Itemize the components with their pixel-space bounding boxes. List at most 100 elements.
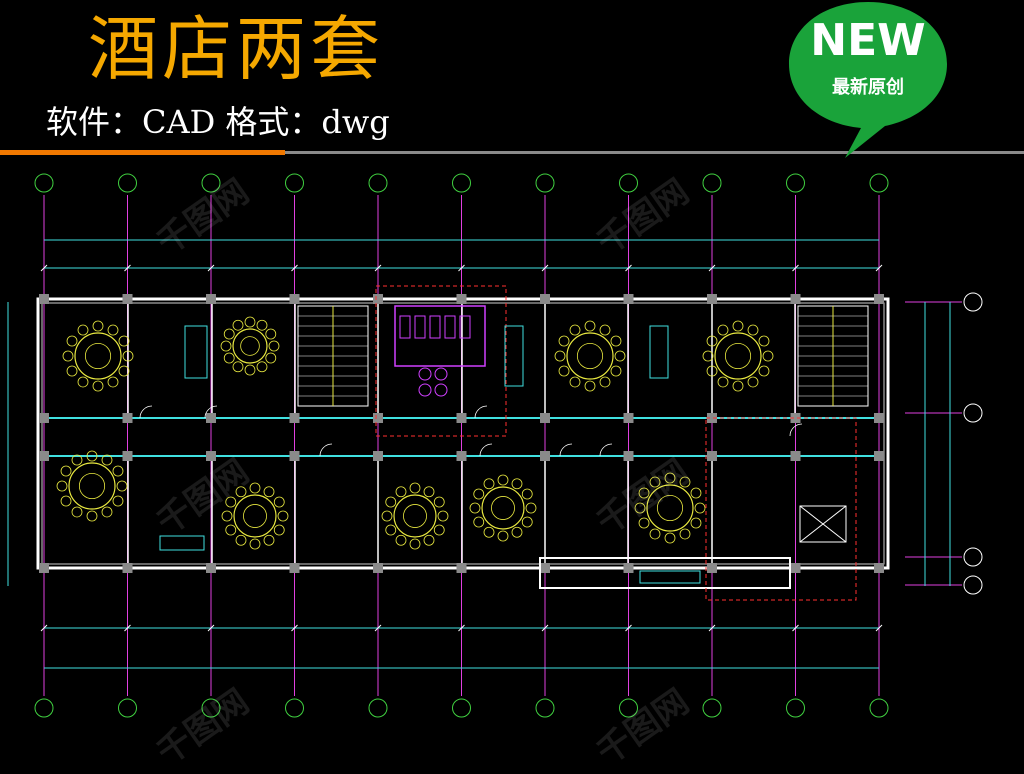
chair — [732, 380, 744, 392]
axis-bubble — [786, 698, 805, 718]
axis-bubble — [619, 173, 638, 193]
column — [623, 563, 634, 573]
column — [206, 451, 216, 461]
column — [707, 563, 717, 573]
axis-bubble — [535, 698, 555, 718]
dimension-tick — [875, 264, 883, 272]
axis-bubble — [963, 403, 983, 423]
toilet-fixture — [414, 315, 426, 339]
chair — [62, 350, 74, 362]
chair — [469, 502, 481, 514]
chair — [86, 510, 98, 522]
column — [39, 451, 49, 461]
chair — [706, 335, 718, 347]
chair — [706, 365, 718, 377]
chair — [437, 510, 449, 522]
lazy-susan — [78, 472, 106, 500]
axis-bubble — [201, 698, 221, 718]
chair — [679, 528, 691, 540]
chair — [92, 380, 104, 392]
chair — [584, 320, 596, 332]
highlight-outline — [375, 285, 507, 437]
chair — [244, 364, 256, 376]
chair — [268, 340, 280, 352]
chair — [244, 316, 256, 328]
chair — [60, 495, 72, 507]
chair — [497, 530, 509, 542]
chair — [649, 476, 661, 488]
door-swing — [789, 423, 803, 437]
new-badge-label: NEW — [810, 15, 926, 66]
chair — [511, 526, 523, 538]
chair — [717, 376, 729, 388]
sofa — [649, 325, 669, 379]
chair — [717, 324, 729, 336]
chair — [225, 524, 237, 536]
column — [623, 451, 634, 461]
chair — [107, 376, 119, 388]
column — [373, 451, 383, 461]
chair — [483, 526, 495, 538]
service-wing — [539, 557, 791, 589]
chair — [225, 496, 237, 508]
chair — [483, 478, 495, 490]
chair — [249, 482, 261, 494]
chair — [235, 534, 247, 546]
column — [874, 451, 884, 461]
column — [707, 294, 717, 304]
chair — [690, 517, 702, 529]
chair — [758, 335, 770, 347]
column — [122, 563, 133, 573]
column — [707, 451, 717, 461]
chair — [381, 510, 393, 522]
column — [373, 413, 383, 423]
round-table — [481, 486, 525, 530]
chair — [558, 335, 570, 347]
column — [540, 563, 550, 573]
column — [874, 563, 884, 573]
furniture — [56, 316, 803, 584]
chair — [77, 324, 89, 336]
column — [122, 294, 133, 304]
axis-bubble — [285, 173, 304, 193]
chair — [112, 465, 124, 477]
chair — [101, 506, 113, 518]
chair — [649, 528, 661, 540]
chair — [521, 488, 533, 500]
axis-bubble — [34, 173, 54, 193]
column — [39, 563, 49, 573]
chair — [599, 376, 611, 388]
door-swing — [319, 443, 333, 457]
new-badge-bubble — [789, 2, 947, 158]
door-swing — [479, 443, 493, 457]
dimension-tick — [40, 624, 48, 632]
chair — [511, 478, 523, 490]
chair — [610, 365, 622, 377]
dimension-tick — [625, 624, 632, 632]
dimension-tick — [374, 264, 382, 272]
chair — [702, 350, 714, 362]
column — [790, 563, 801, 573]
chair — [664, 532, 676, 544]
chair — [664, 472, 676, 484]
round-table — [74, 332, 122, 380]
axis-bubble — [34, 698, 54, 718]
column — [373, 563, 383, 573]
sink-fixture — [434, 367, 448, 381]
chair — [473, 488, 485, 500]
axis-bubble — [452, 173, 471, 193]
lazy-susan — [656, 494, 684, 522]
axis-bubble — [963, 575, 983, 595]
sofa — [159, 535, 205, 551]
column — [874, 294, 884, 304]
column — [540, 413, 550, 423]
round-table — [232, 328, 268, 364]
chair — [232, 319, 244, 331]
chair — [66, 365, 78, 377]
chair — [610, 335, 622, 347]
axis-bubble — [619, 698, 638, 718]
chair — [122, 350, 134, 362]
axis-bubble — [786, 173, 805, 193]
axis-bubble — [118, 173, 137, 193]
chair — [614, 350, 626, 362]
